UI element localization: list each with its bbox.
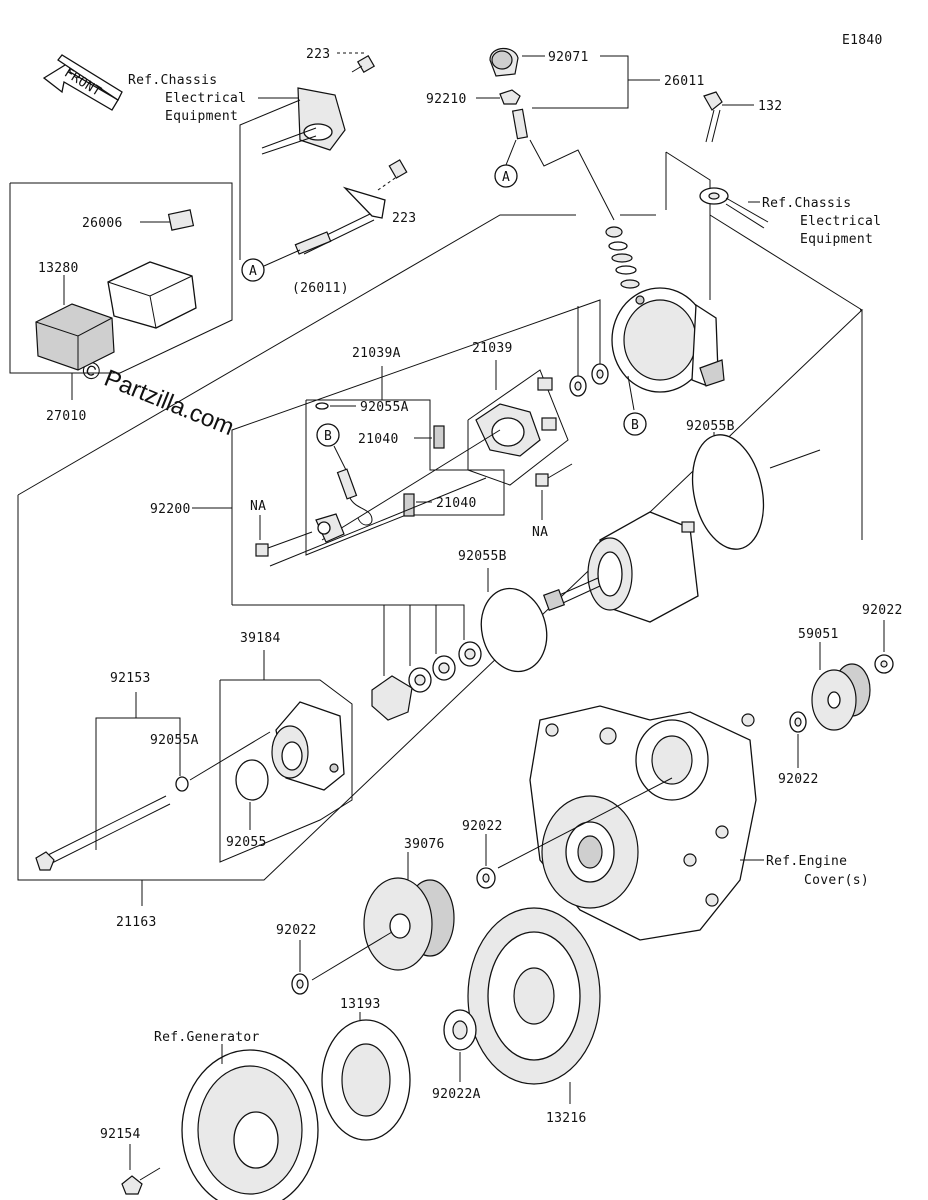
fuse-26006 (167, 209, 195, 231)
callout-a-left (241, 258, 265, 282)
label-223-top: 223 (306, 47, 330, 62)
watermark: © Partzilla.com (78, 356, 238, 442)
label-21039: 21039 (472, 341, 513, 356)
label-27010: 27010 (46, 409, 87, 424)
ref-chassis-1-line1: Ref.Chassis (128, 73, 217, 88)
starter-yoke-armature (542, 511, 699, 623)
idle-gear-39076 (363, 877, 455, 971)
front-arrow-icon: FRONT (42, 54, 123, 111)
o-ring-92055A-top (315, 402, 329, 410)
label-21040-b: 21040 (436, 496, 477, 511)
label-92154: 92154 (100, 1127, 141, 1142)
bolt-223-top (351, 54, 376, 74)
starter-rear-cover (611, 287, 725, 393)
label-21163: 21163 (116, 915, 157, 930)
o-ring-92055 (235, 759, 269, 801)
screw-na-right (535, 463, 573, 487)
spring-21040-b (403, 493, 415, 517)
ground-lead (699, 187, 769, 229)
label-NA-left: NA (250, 499, 266, 514)
front-cover-39184 (271, 701, 345, 791)
label-92200: 92200 (150, 502, 191, 517)
ref-engine-line1: Ref.Engine (766, 854, 847, 869)
ref-chassis-1-line3: Equipment (165, 109, 238, 124)
starter-lead-mid (294, 159, 408, 255)
label-92022-mid: 92022 (462, 819, 503, 834)
label-92055B-mid: 92055B (458, 549, 507, 564)
spring-21040-a (433, 425, 445, 449)
ref-generator: Ref.Generator (154, 1030, 260, 1045)
diagram-id: E1840 (842, 33, 883, 48)
ref-chassis-1-line2: Electrical (165, 91, 246, 106)
label-92022-low: 92022 (276, 923, 317, 938)
o-ring-92055B-mid (480, 587, 548, 673)
bolt-132 (703, 91, 723, 143)
relay-bracket (261, 87, 346, 155)
relay-group-frame (9, 182, 233, 374)
label-26011: 26011 (664, 74, 705, 89)
label-26006: 26006 (82, 216, 123, 231)
callout-b-left (316, 423, 340, 447)
label-132: 132 (758, 99, 782, 114)
label-92055A-low: 92055A (150, 733, 199, 748)
nut-92210 (499, 89, 521, 105)
label-92022-r2: 92022 (778, 772, 819, 787)
bolt-92154 (121, 1167, 161, 1195)
o-ring-92055A-low (175, 776, 189, 792)
clutch-gear-13216 (467, 907, 601, 1085)
label-NA-right: NA (532, 525, 548, 540)
callout-b-left-text: B (324, 429, 332, 444)
label-92022-r1: 92022 (862, 603, 903, 618)
label-13216: 13216 (546, 1111, 587, 1126)
label-21040-a: 21040 (358, 432, 399, 447)
front-cover-frame (219, 679, 353, 863)
label-13193: 13193 (340, 997, 381, 1012)
brush-assy-left (315, 513, 345, 543)
gear-59051 (811, 663, 871, 731)
label-26011-paren: (26011) (292, 281, 349, 296)
washer-pair-top (569, 363, 609, 397)
label-92022A: 92022A (432, 1087, 481, 1102)
label-92153: 92153 (110, 671, 151, 686)
ref-chassis-2-line1: Ref.Chassis (762, 196, 851, 211)
callout-b-right-text: B (631, 418, 639, 433)
o-ring-92055B-right (691, 434, 765, 550)
through-bolt-21163 (35, 795, 171, 871)
label-59051: 59051 (798, 627, 839, 642)
generator-rotor (181, 1049, 319, 1200)
ref-chassis-2-line3: Equipment (800, 232, 873, 247)
ref-engine-line2: Cover(s) (804, 873, 869, 888)
label-92071: 92071 (548, 50, 589, 65)
relay-cover (107, 261, 197, 329)
label-39184: 39184 (240, 631, 281, 646)
label-39076: 39076 (404, 837, 445, 852)
engine-cover (529, 705, 757, 941)
callout-b-right (623, 412, 647, 436)
callout-a-right (494, 164, 518, 188)
ref-chassis-2-line2: Electrical (800, 214, 881, 229)
one-way-clutch-13193 (321, 1019, 411, 1141)
label-223-mid: 223 (392, 211, 416, 226)
washer-stack (605, 226, 640, 289)
relay-13280 (35, 303, 115, 371)
callout-a-left-text: A (249, 264, 257, 279)
brush-holder-frame (305, 399, 505, 556)
label-92055: 92055 (226, 835, 267, 850)
terminal-stud (511, 108, 529, 140)
label-13280: 13280 (38, 261, 79, 276)
front-washers (371, 641, 482, 721)
callout-a-right-text: A (502, 170, 510, 185)
label-92210: 92210 (426, 92, 467, 107)
brush-plate-21039 (475, 377, 557, 457)
terminal-cap-92071 (489, 47, 519, 77)
screw-na-left (255, 531, 313, 557)
brush-terminal (336, 468, 373, 526)
label-92055B-right: 92055B (686, 419, 735, 434)
label-21039A: 21039A (352, 346, 401, 361)
label-92055A-top: 92055A (360, 400, 409, 415)
